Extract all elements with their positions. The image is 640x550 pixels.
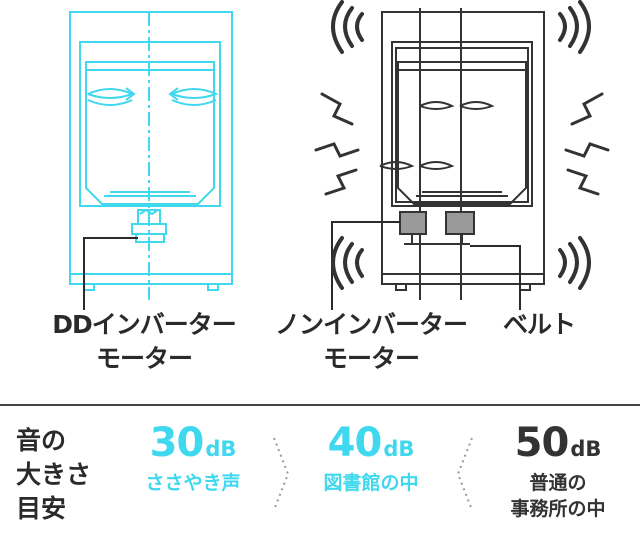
washer-comparison-diagram: [69, 0, 610, 310]
scale-title: 音の 大きさ 目安: [16, 426, 92, 523]
level-30db: 30dB ささやき声: [145, 420, 241, 494]
non-inverter-motor-label: ノンインバーター モーター: [274, 310, 468, 373]
separator-dotted-chevron: [456, 437, 473, 511]
vibration-marks: [314, 0, 610, 290]
dd-motor-label: DDインバーター モーター: [52, 310, 237, 373]
belt-label: ベルト: [502, 310, 576, 339]
level-40db: 40dB 図書館の中: [323, 420, 419, 494]
separator-dotted-chevron: [273, 437, 290, 511]
sound-level-scale: 音の 大きさ 目安 30dB ささやき声 40dB 図書館の中 50dB 普通の…: [0, 404, 640, 550]
dd-washer-illustration: [69, 11, 233, 310]
belt-washer-illustration: [331, 8, 545, 310]
level-50db: 50dB 普通の 事務所の中: [510, 420, 606, 520]
